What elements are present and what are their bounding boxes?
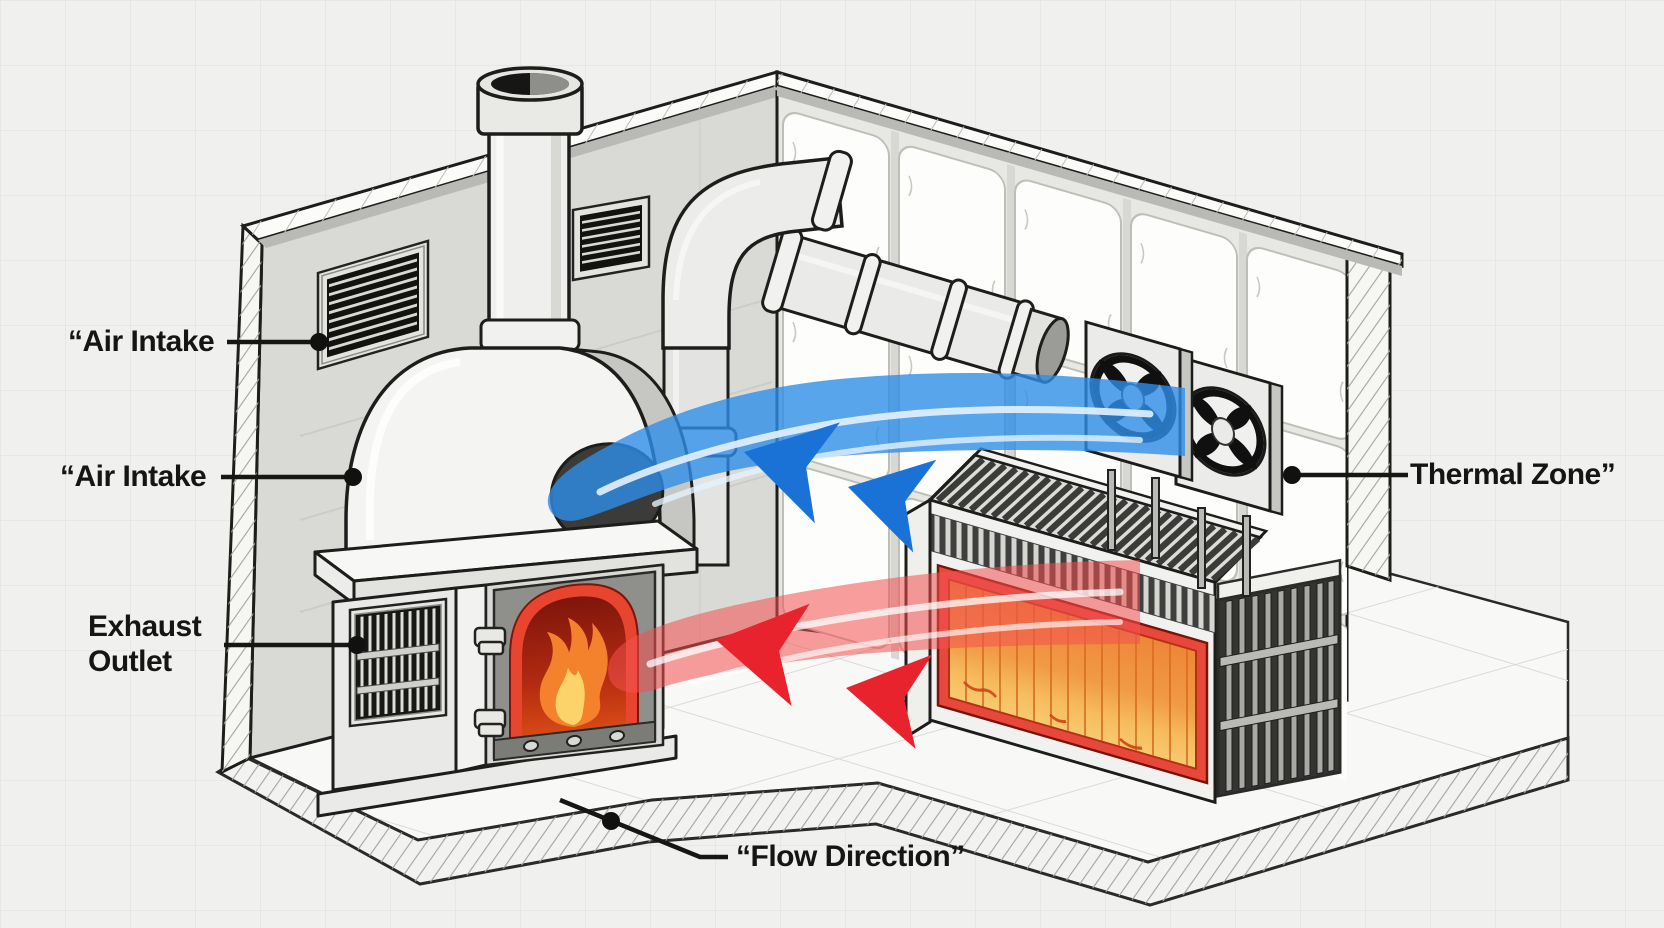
label-flow-direction: “Flow Direction” — [736, 840, 965, 873]
furnace-side-grille — [348, 597, 448, 728]
furnace — [313, 346, 699, 818]
firebox-hinges — [473, 626, 507, 738]
leader-air-intake-2 — [221, 468, 362, 486]
leader-thermal-zone — [1283, 466, 1408, 484]
leader-air-intake-1 — [227, 333, 328, 351]
flames — [539, 617, 608, 727]
wall-vent-grille-small — [571, 195, 651, 282]
label-exhaust-outlet-line2: Outlet — [88, 645, 172, 678]
cold-air-flow — [547, 373, 1185, 553]
label-air-intake-1: “Air Intake — [68, 325, 215, 358]
label-air-intake-2: “Air Intake — [60, 460, 207, 493]
label-thermal-zone: Thermal Zone” — [1410, 458, 1616, 491]
leader-flow-direction — [559, 797, 728, 860]
wall-vent-grille-large — [316, 239, 430, 371]
hot-air-flow — [608, 560, 1140, 749]
label-leaders — [221, 333, 1408, 860]
label-exhaust-outlet-line1: Exhaust — [88, 610, 202, 643]
label-exhaust-outlet: Exhaust Outlet — [88, 609, 202, 679]
firebox — [484, 563, 665, 767]
filter-cage — [1216, 558, 1342, 798]
heater-top-grille — [926, 447, 1269, 584]
chimney — [476, 66, 584, 360]
leader-exhaust-outlet — [224, 636, 366, 654]
